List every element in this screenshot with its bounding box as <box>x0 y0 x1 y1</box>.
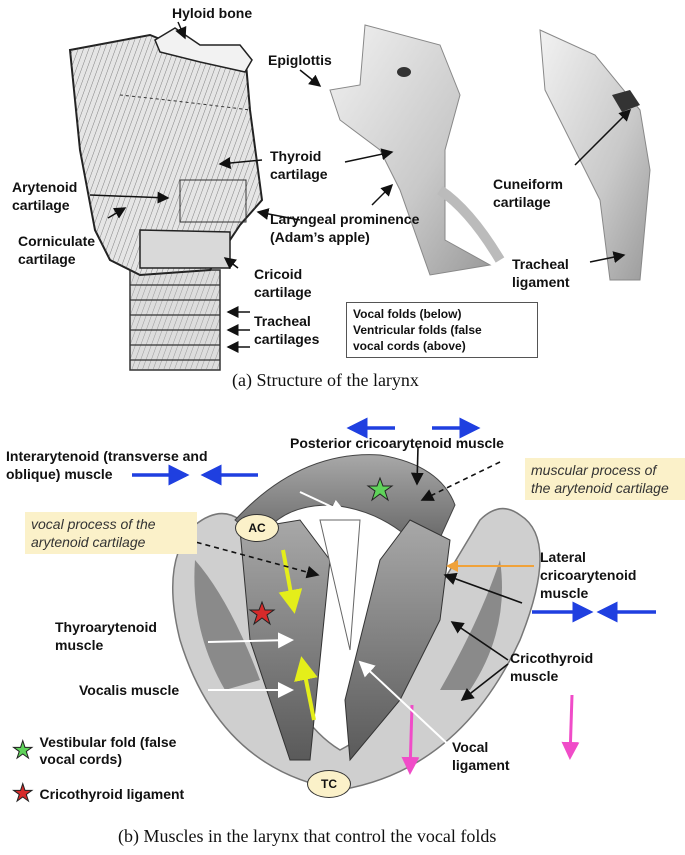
label-vocal-ligament: Vocal ligament <box>452 739 510 773</box>
label-thyroid-cartilage: Thyroid cartilage <box>270 148 328 182</box>
label-arytenoid-cartilage: Arytenoid cartilage <box>12 179 78 213</box>
label-cuneiform-cartilage: Cuneiform cartilage <box>493 176 563 210</box>
label-cricoid-cartilage: Cricoid cartilage <box>254 266 312 300</box>
vocal-folds-note-line1: Vocal folds (below) <box>353 307 462 321</box>
legend-item-vestibular: ★ Vestibular fold (false vocal cords) <box>12 734 210 768</box>
label-tracheal-ligament: Tracheal ligament <box>512 256 570 290</box>
ac-marker: AC <box>235 514 279 542</box>
label-tracheal-cartilages: Tracheal cartilages <box>254 313 320 347</box>
legend-label-cricothyroid-ligament: Cricothyroid ligament <box>39 785 185 802</box>
vocal-folds-note-line2: Ventricular folds (false <box>353 323 482 337</box>
vocal-folds-note-line3: vocal cords (above) <box>353 339 466 353</box>
larynx-3d-model-left <box>329 24 505 276</box>
label-lateral-cricoarytenoid: Lateral cricoarytenoid muscle <box>540 549 637 601</box>
tc-marker: TC <box>307 770 351 798</box>
label-posterior-cricoarytenoid: Posterior cricoarytenoid muscle <box>290 435 504 451</box>
vocal-folds-note: Vocal folds (below) Ventricular folds (f… <box>346 302 538 358</box>
note-vocal-process: vocal process of the arytenoid cartilage <box>25 512 197 554</box>
green-star-marker <box>366 476 394 502</box>
label-laryngeal-prominence: Laryngeal prominence (Adam’s apple) <box>270 211 420 245</box>
label-corniculate-cartilage: Corniculate cartilage <box>18 233 96 267</box>
larynx-engraving <box>68 27 264 371</box>
legend-label-vestibular: Vestibular fold (false vocal cords) <box>39 734 177 767</box>
legend-item-cricothyroid-ligament: ★ Cricothyroid ligament <box>12 780 185 807</box>
label-epiglottis: Epiglottis <box>268 52 332 68</box>
note-muscular-process: muscular process of the arytenoid cartil… <box>525 458 685 500</box>
green-star-icon: ★ <box>12 737 34 764</box>
caption-a: (a) Structure of the larynx <box>232 370 419 390</box>
label-interarytenoid: Interarytenoid (transverse and oblique) … <box>6 448 208 482</box>
red-star-icon: ★ <box>12 780 34 807</box>
label-vocalis: Vocalis muscle <box>79 682 180 698</box>
caption-b: (b) Muscles in the larynx that control t… <box>118 826 497 846</box>
label-cricothyroid: Cricothyroid muscle <box>510 650 594 684</box>
larynx-3d-model-right <box>539 29 651 281</box>
label-thyroarytenoid: Thyroarytenoid muscle <box>55 619 157 653</box>
label-hyoid-bone: Hyloid bone <box>172 5 253 21</box>
red-star-marker <box>248 600 276 626</box>
